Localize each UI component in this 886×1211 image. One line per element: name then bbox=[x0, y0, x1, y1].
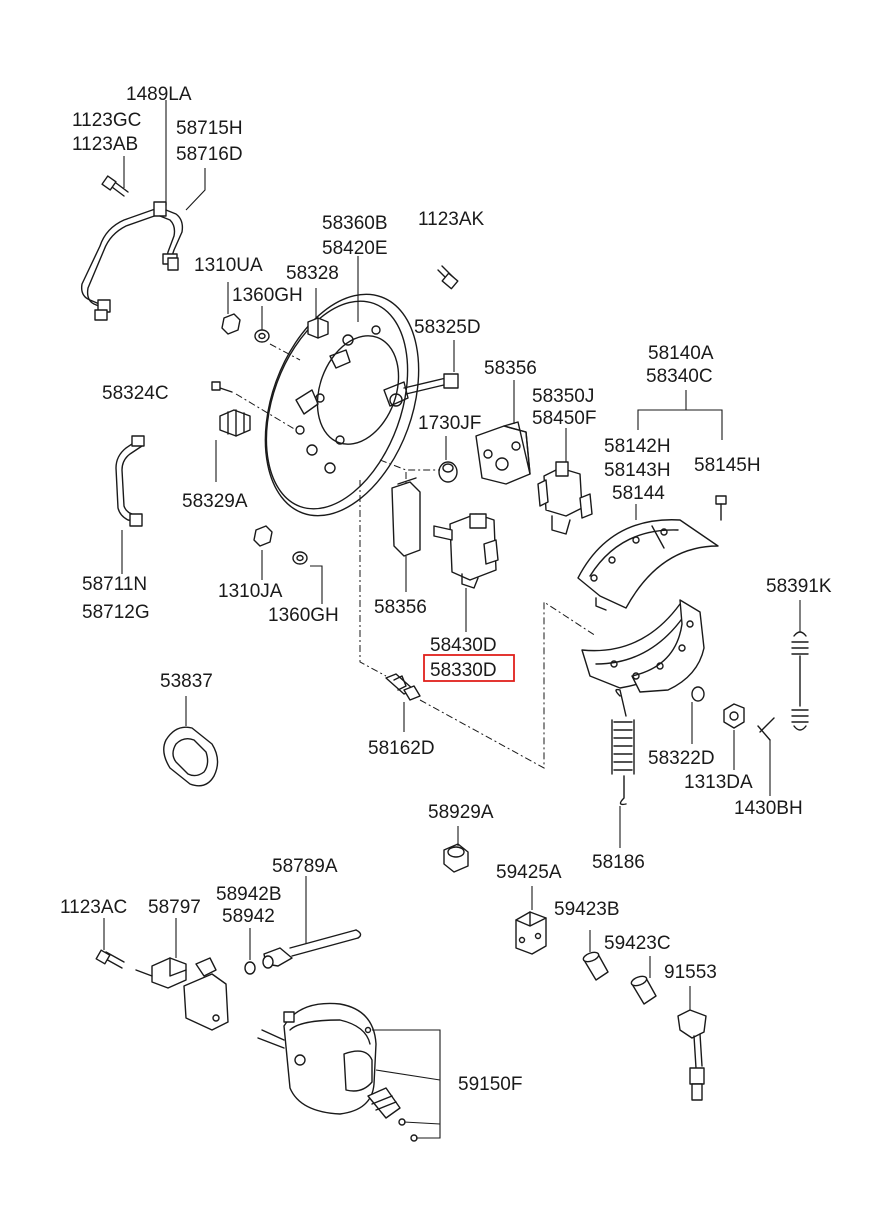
clip-58328 bbox=[307, 317, 329, 339]
label-58140a: 58140A bbox=[648, 343, 714, 364]
label-58797: 58797 bbox=[148, 897, 201, 918]
label-58325d: 58325D bbox=[414, 317, 481, 338]
highlight-box-58330d bbox=[423, 654, 515, 682]
label-1123ab: 1123AB bbox=[72, 134, 138, 155]
brake-shoe-upper bbox=[577, 519, 719, 611]
label-58942b: 58942B bbox=[216, 884, 282, 905]
label-58391k: 58391K bbox=[766, 576, 832, 597]
washer-1360gh-lower bbox=[292, 551, 308, 565]
label-58350j: 58350J bbox=[532, 386, 594, 407]
label-58142h: 58142H bbox=[604, 436, 671, 457]
brake-actuator-59150f bbox=[257, 1002, 418, 1142]
bolt-1123ac bbox=[95, 949, 125, 969]
bleeder-58162d bbox=[385, 673, 421, 701]
bolt-58325d bbox=[403, 373, 459, 395]
valve-58797 bbox=[135, 957, 229, 1031]
label-1730jf: 1730JF bbox=[418, 413, 481, 434]
brake-shoe-lower bbox=[581, 599, 705, 693]
cable-58789a bbox=[262, 929, 362, 969]
nut-1310ja bbox=[253, 525, 273, 547]
sensor-91553 bbox=[677, 1009, 707, 1101]
spring-58391k bbox=[791, 631, 809, 731]
label-58360b: 58360B bbox=[322, 213, 388, 234]
label-1430bh: 1430BH bbox=[734, 798, 803, 819]
label-91553: 91553 bbox=[664, 962, 717, 983]
washer-58942 bbox=[244, 961, 256, 975]
label-58420e: 58420E bbox=[322, 238, 388, 259]
seal-53837 bbox=[163, 726, 219, 787]
pin-1430bh bbox=[757, 717, 775, 741]
label-1360gh-lower: 1360GH bbox=[268, 605, 339, 626]
label-58162d: 58162D bbox=[368, 738, 435, 759]
label-58328: 58328 bbox=[286, 263, 339, 284]
backing-plate bbox=[264, 293, 420, 517]
label-58145h: 58145H bbox=[694, 455, 761, 476]
cap-58329a bbox=[219, 409, 251, 437]
label-1310ua: 1310UA bbox=[194, 255, 263, 276]
sleeve-59423b bbox=[582, 951, 609, 981]
sleeve-59423c bbox=[630, 975, 657, 1005]
label-1360gh-upper: 1360GH bbox=[232, 285, 303, 306]
label-59150f: 59150F bbox=[458, 1074, 522, 1095]
label-59425a: 59425A bbox=[496, 862, 562, 883]
label-58715h: 58715H bbox=[176, 118, 243, 139]
brake-hose-upper bbox=[80, 201, 184, 313]
wheel-cylinder-58330d bbox=[433, 513, 499, 589]
label-58716d: 58716D bbox=[176, 144, 243, 165]
label-1310ja: 1310JA bbox=[218, 581, 283, 602]
wheel-cylinder-58350j bbox=[537, 461, 593, 535]
washer-1360gh-upper bbox=[254, 329, 270, 343]
label-1123gc: 1123GC bbox=[72, 110, 141, 131]
bushing-58929a bbox=[443, 843, 469, 873]
label-58450f: 58450F bbox=[532, 408, 596, 429]
label-58356-upper: 58356 bbox=[484, 358, 537, 379]
gasket-58356-upper bbox=[475, 421, 531, 485]
bolt-1123ak bbox=[437, 265, 459, 290]
bolt-1123gc bbox=[101, 175, 129, 197]
label-58711n: 58711N bbox=[82, 574, 147, 595]
label-1123ak: 1123AK bbox=[418, 209, 485, 230]
block-59425a bbox=[515, 911, 547, 955]
pin-58145h bbox=[715, 495, 727, 521]
label-58329a: 58329A bbox=[182, 491, 248, 512]
label-58356-lower: 58356 bbox=[374, 597, 427, 618]
label-58324c: 58324C bbox=[102, 383, 169, 404]
label-58942: 58942 bbox=[222, 906, 275, 927]
label-58330d[interactable]: 58330D bbox=[430, 660, 497, 681]
nut-1310ua bbox=[221, 313, 241, 335]
hose-fitting-lower bbox=[94, 257, 179, 321]
spring-58186 bbox=[611, 688, 635, 806]
plug-1730jf bbox=[438, 461, 458, 483]
bleeder-58324c bbox=[211, 381, 233, 393]
label-58144: 58144 bbox=[612, 483, 665, 504]
label-58322d: 58322D bbox=[648, 748, 715, 769]
label-1313da: 1313DA bbox=[684, 772, 753, 793]
label-1123ac: 1123AC bbox=[60, 897, 127, 918]
label-58143h: 58143H bbox=[604, 460, 671, 481]
gasket-58356-lower bbox=[391, 477, 421, 557]
label-58929a: 58929A bbox=[428, 802, 494, 823]
label-58430d: 58430D bbox=[430, 635, 497, 656]
label-53837: 53837 bbox=[160, 671, 213, 692]
label-59423c: 59423C bbox=[604, 933, 671, 954]
label-58340c: 58340C bbox=[646, 366, 713, 387]
nut-1313da bbox=[723, 703, 745, 729]
brake-pipe-left bbox=[115, 435, 145, 527]
label-59423b: 59423B bbox=[554, 899, 620, 920]
label-58789a: 58789A bbox=[272, 856, 338, 877]
label-58712g: 58712G bbox=[82, 602, 150, 623]
washer-58322d bbox=[691, 686, 705, 702]
label-1489la: 1489LA bbox=[126, 84, 192, 105]
label-58186: 58186 bbox=[592, 852, 645, 873]
